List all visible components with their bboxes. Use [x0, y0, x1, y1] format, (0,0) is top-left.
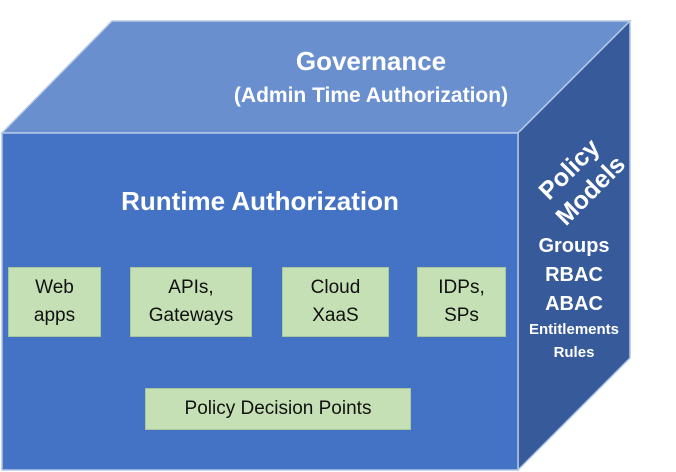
component-line2: apps	[33, 305, 76, 326]
component-line1: Cloud	[310, 277, 361, 298]
component-line1: IDPs,	[438, 277, 485, 298]
governance-title: Governance	[295, 46, 447, 76]
component-line2: SPs	[444, 305, 479, 326]
policy-model-item: Rules	[553, 344, 595, 361]
component-idps-sps: IDPs, SPs	[417, 267, 506, 337]
runtime-authorization-title: Runtime Authorization	[121, 186, 399, 216]
policy-model-item: Entitlements	[528, 321, 619, 338]
governance-subtitle: (Admin Time Authorization)	[233, 84, 509, 107]
policy-model-item: Groups	[538, 235, 610, 257]
policy-model-item: ABAC	[545, 293, 603, 315]
component-line2: Gateways	[148, 305, 234, 326]
policy-decision-points: Policy Decision Points	[145, 388, 411, 430]
component-web-apps: Web apps	[8, 267, 101, 337]
policy-decision-points-label: Policy Decision Points	[184, 398, 372, 419]
policy-model-item: RBAC	[545, 264, 603, 286]
component-line1: Web	[35, 277, 74, 298]
component-line2: XaaS	[312, 305, 359, 326]
component-line1: APIs,	[168, 277, 214, 298]
component-apis-gateways: APIs, Gateways	[130, 267, 252, 337]
